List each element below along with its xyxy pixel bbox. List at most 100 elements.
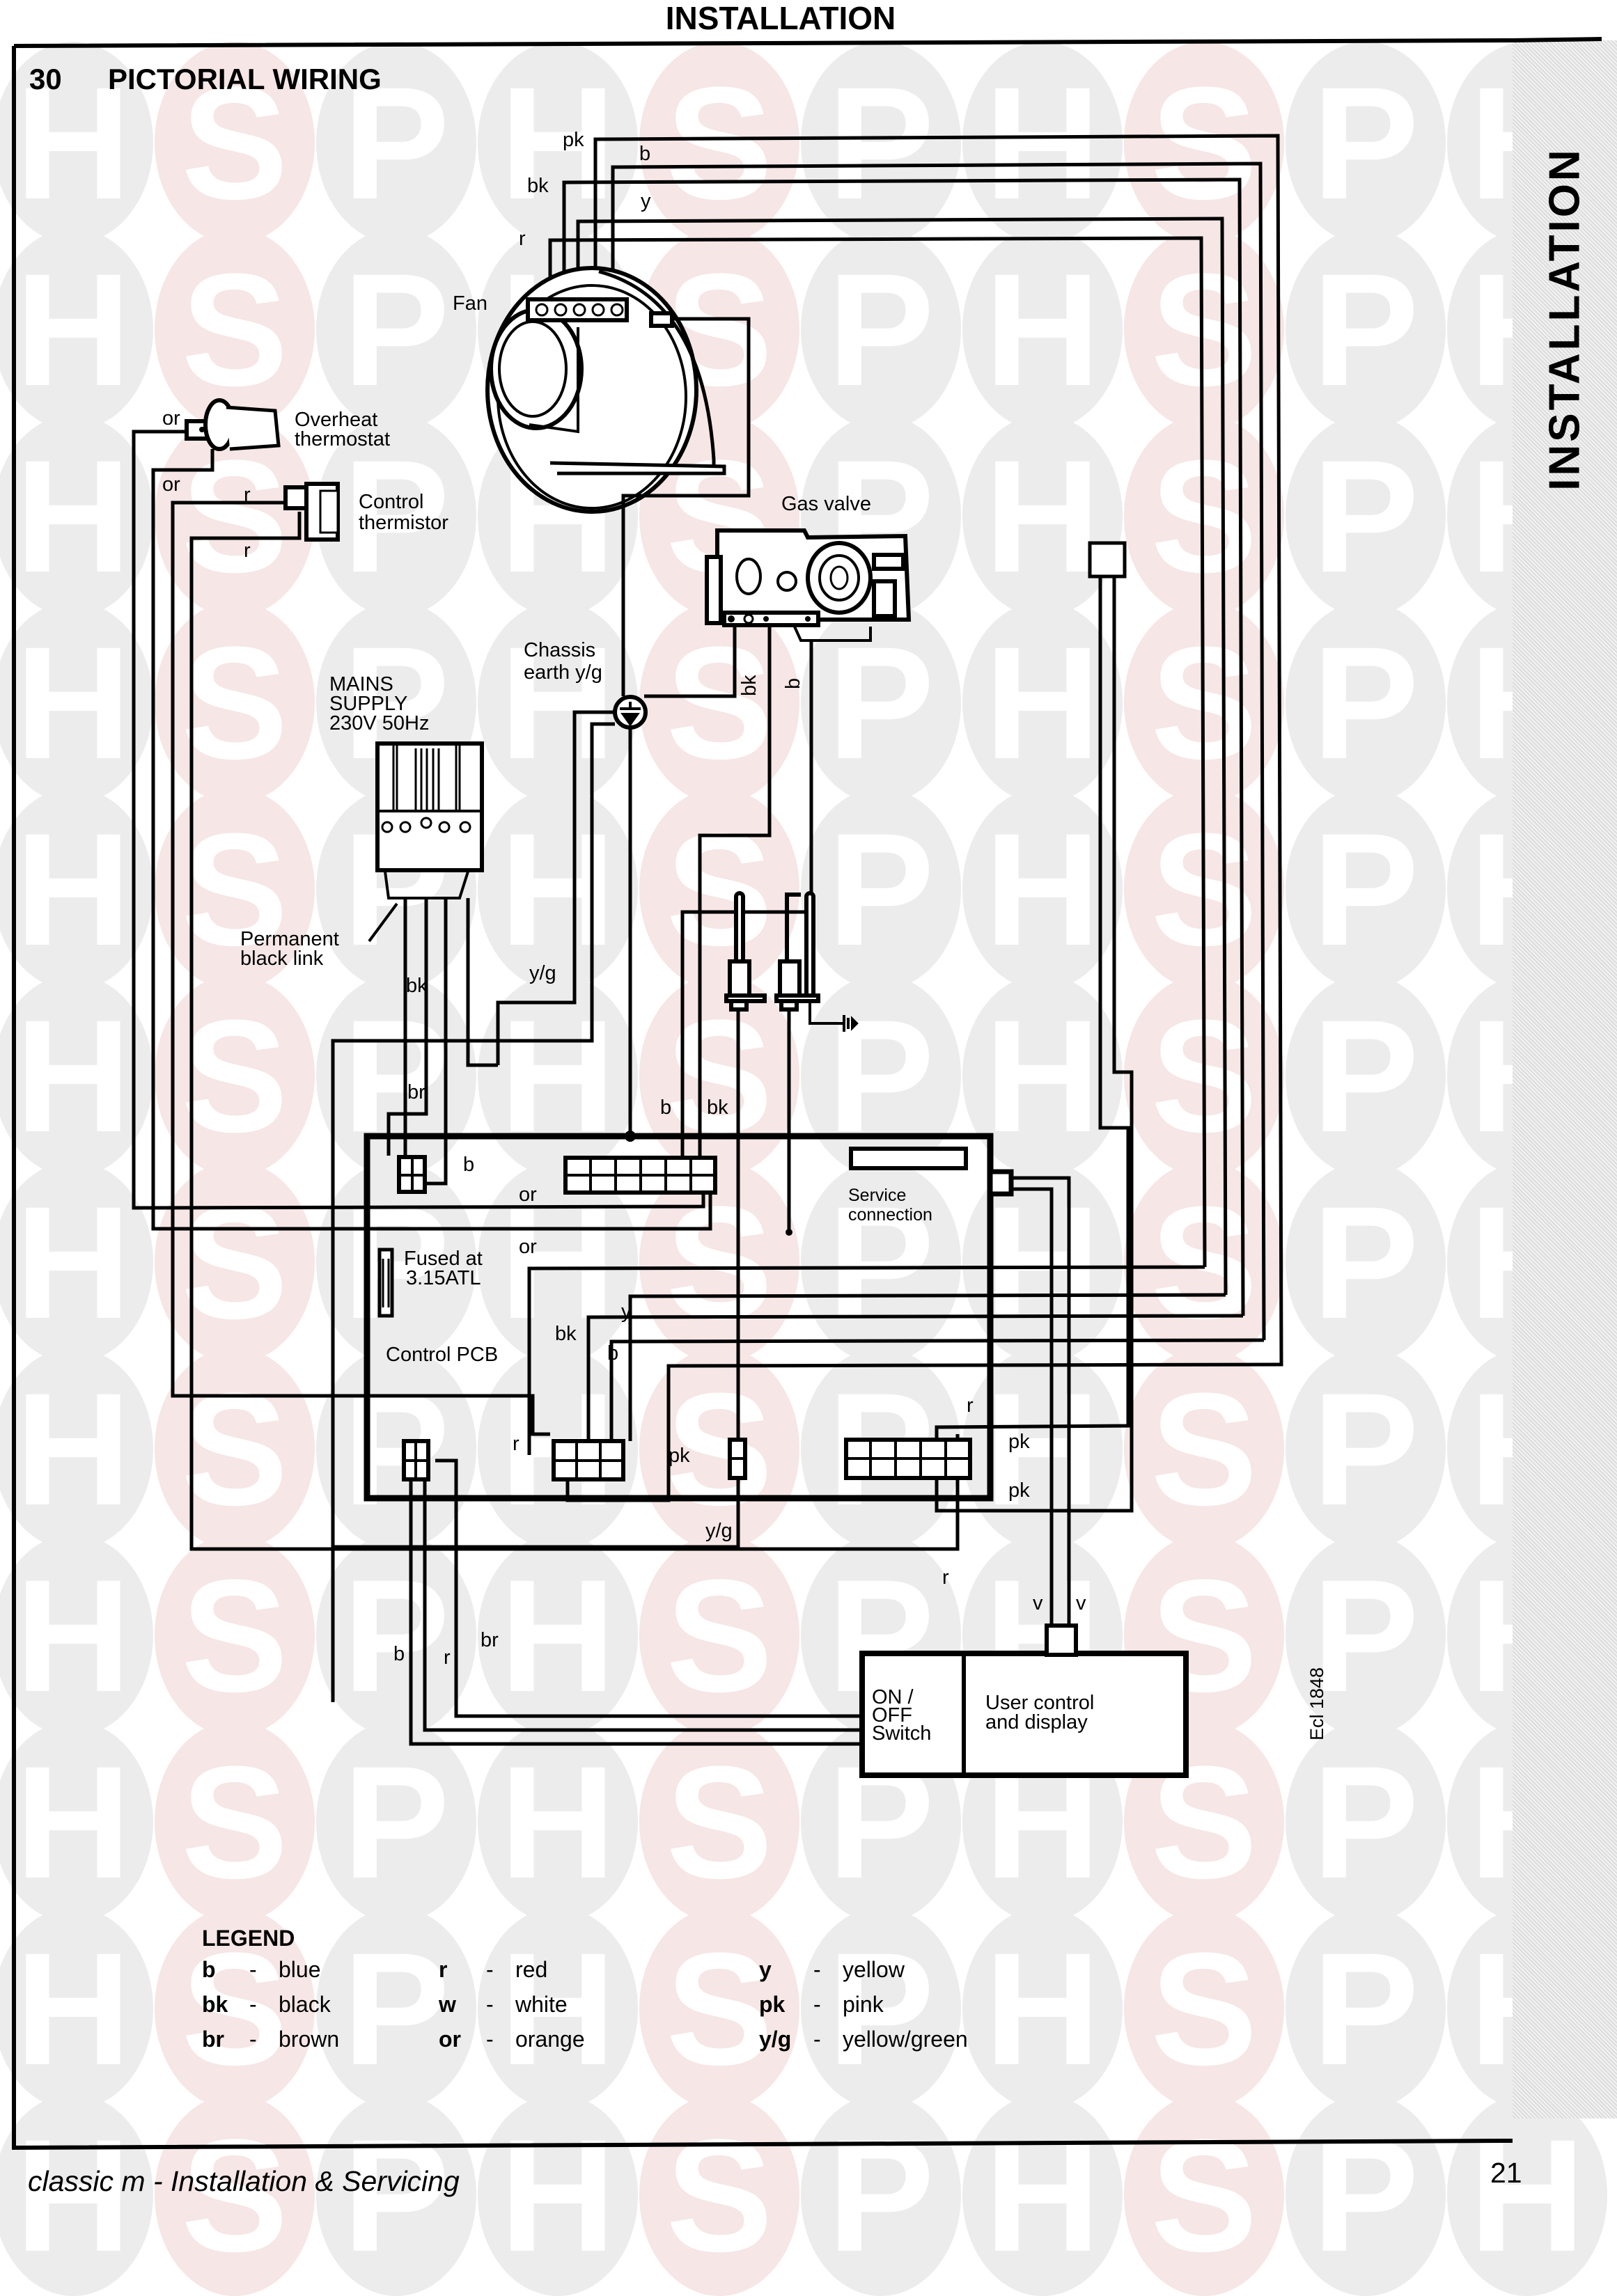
- watermark-p: P: [1286, 42, 1446, 244]
- watermark-p: P: [1286, 415, 1446, 617]
- control-thermistor: [283, 482, 340, 542]
- service-connection-port[interactable]: [849, 1147, 968, 1170]
- pcb-switch-connector: [402, 1439, 430, 1481]
- mains-label-3: 230V 50Hz: [329, 712, 430, 734]
- watermark-h: H: [962, 42, 1123, 244]
- legend-code: y: [759, 1957, 772, 1982]
- service-connection-label-1: Service: [848, 1186, 906, 1205]
- overheat-wire-2: [151, 449, 712, 1231]
- watermark-p: P: [801, 788, 961, 990]
- watermark-s: S: [1124, 228, 1284, 430]
- wire-label-pcb-bk2: bk: [555, 1323, 577, 1345]
- pcb-earth-junction: [625, 1131, 636, 1142]
- watermark-p: P: [1286, 601, 1446, 803]
- watermark-s: S: [1124, 1348, 1284, 1550]
- mains-label-1: MAINS: [329, 673, 393, 695]
- wire-label-mains-b: b: [463, 1154, 474, 1176]
- watermark-p: P: [801, 1161, 961, 1363]
- legend-code: br: [202, 2027, 224, 2052]
- user-control-wire-2: [1011, 1187, 1054, 1626]
- user-control-socket: [987, 1169, 1014, 1197]
- watermark-s: S: [639, 1908, 799, 2109]
- watermark-h: H: [478, 788, 638, 990]
- fan-label: Fan: [453, 292, 487, 315]
- switch-wire-r: [423, 1479, 862, 1732]
- watermark-p: P: [316, 42, 476, 244]
- gas-valve-earth-wire: [644, 625, 737, 698]
- on-off-switch-label-2[interactable]: OFF: [872, 1704, 912, 1727]
- watermark-h: H: [0, 42, 153, 244]
- fuse-label-2: 3.15ATL: [406, 1267, 481, 1289]
- watermark-s: S: [639, 1534, 799, 1736]
- wire-label-ot-or-2: or: [162, 473, 180, 496]
- wire-label-uc-v1: v: [1033, 1592, 1043, 1614]
- wire-label-th-r-1: r: [244, 484, 251, 506]
- overheat-thermostat-label-1: Overheat: [295, 409, 377, 431]
- watermark-s: S: [155, 42, 315, 244]
- wire-label-sw-br: br: [481, 1629, 499, 1651]
- chassis-earth-label-2: earth y/g: [524, 661, 602, 684]
- watermark-h: H: [962, 788, 1123, 990]
- watermark-p: P: [801, 228, 961, 430]
- legend-separator: -: [813, 1992, 821, 2017]
- pump-connector: [1088, 541, 1127, 579]
- fan-earth-wire: [621, 317, 751, 696]
- gas-valve-bk-wire: [698, 625, 772, 1156]
- yg-wire-to-ignition: [333, 1479, 740, 1549]
- pcb-top-connector: [563, 1156, 717, 1195]
- section-title: PICTORIAL WIRING: [108, 63, 382, 95]
- wire-label-uc-v2: v: [1076, 1592, 1086, 1614]
- watermark-p: P: [316, 1908, 476, 2109]
- wire-label-fan-r: r: [519, 228, 526, 250]
- watermark-s: S: [639, 1161, 799, 1363]
- pcb-ignition-connector: [728, 1438, 747, 1480]
- user-control-label-2: and display: [985, 1711, 1088, 1733]
- legend-separator: -: [813, 2027, 821, 2052]
- watermark-h: H: [478, 1161, 638, 1363]
- pcb-fan-wire-b: [609, 1338, 1265, 1441]
- pcb-fan-connector: [552, 1439, 625, 1481]
- watermark-h: H: [0, 1161, 153, 1363]
- legend-code: y/g: [759, 2027, 791, 2052]
- legend-code: b: [202, 1957, 216, 1982]
- watermark-h: H: [962, 1348, 1123, 1550]
- watermark-p: P: [801, 42, 961, 244]
- legend-code: w: [438, 1992, 456, 2017]
- watermark-s: S: [155, 1908, 315, 2109]
- watermark-h: H: [478, 1534, 638, 1736]
- pcb-mains-connector: [397, 1155, 427, 1194]
- wire-label-sw-r: r: [444, 1646, 451, 1669]
- legend-separator: -: [249, 1992, 257, 2017]
- pcb-right-connector: [844, 1438, 972, 1480]
- watermark-s: S: [155, 1348, 315, 1550]
- wiring-diagram: 30 PICTORIAL WIRING pk b bk y r Fan: [12, 37, 1602, 2150]
- wire-label-pcb-r-low: r: [942, 1566, 949, 1589]
- thermistor-wire-1: [171, 501, 550, 1436]
- wire-label-pcb-y: y: [621, 1300, 632, 1323]
- watermark-s: S: [639, 1348, 799, 1550]
- watermark-h: H: [0, 601, 153, 803]
- watermark-p: P: [1286, 1534, 1446, 1736]
- pcb-fan-wire-bk: [586, 1314, 1244, 1441]
- mains-terminal-block: [375, 741, 484, 899]
- watermark-h: H: [962, 415, 1123, 617]
- drawing-reference: Ecl 1848: [1306, 1667, 1327, 1740]
- pcb-right-pk-wire-1: [935, 543, 1130, 1440]
- wire-label-mains-bk: bk: [406, 975, 428, 997]
- watermark-h: H: [478, 1721, 638, 1923]
- frame-top-extension: [1512, 37, 1602, 42]
- fuse-label-1: Fused at: [404, 1248, 483, 1270]
- page-header: INSTALLATION: [0, 0, 1617, 36]
- watermark-p: P: [316, 415, 476, 617]
- legend-separator: -: [486, 2027, 494, 2052]
- watermark-s: S: [639, 788, 799, 990]
- permanent-link-label-1: Permanent: [240, 928, 339, 950]
- on-off-switch-label-3[interactable]: Switch: [872, 1722, 931, 1745]
- wire-label-pcb-r-right: r: [967, 1394, 974, 1417]
- gas-valve: [705, 528, 912, 642]
- pcb-fan-wire-y: [527, 1265, 1205, 1455]
- wire-label-gv-b: b: [782, 678, 804, 689]
- wire-label-fan-pk: pk: [563, 129, 584, 151]
- on-off-switch-label-1[interactable]: ON /: [872, 1686, 914, 1708]
- wire-label-pcb-b: b: [660, 1096, 671, 1119]
